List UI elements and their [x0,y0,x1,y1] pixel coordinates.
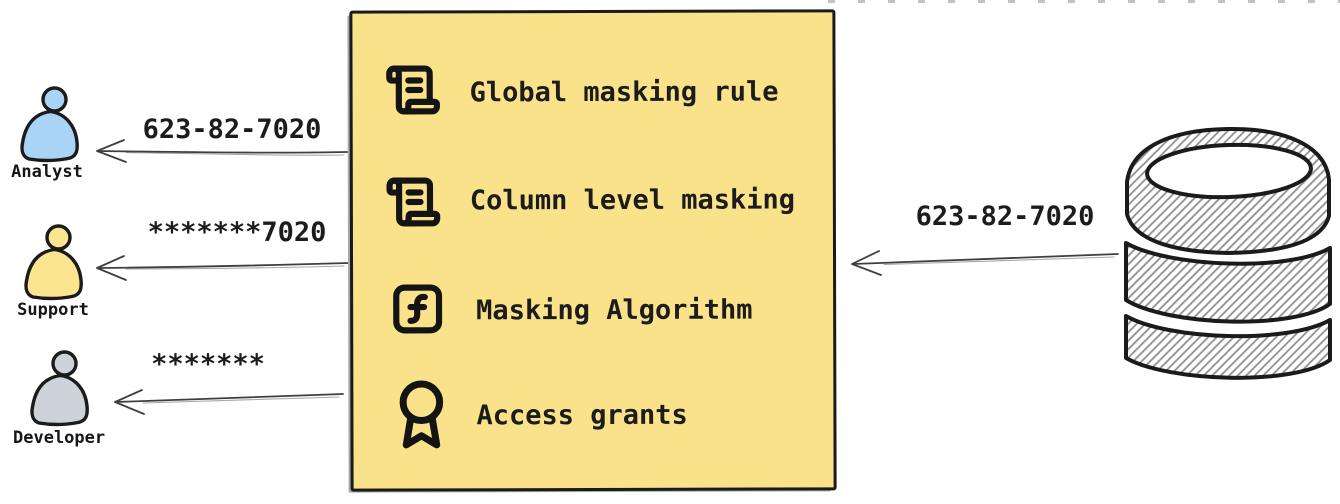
actor-analyst-label: Analyst [11,162,83,182]
policy-item-label: Masking Algorithm [476,294,753,327]
function-square-icon [393,284,443,334]
developer-person-icon [30,350,89,427]
database-icon [1124,126,1332,380]
policy-item-label: Access grants [476,399,688,432]
arrow-to-developer [114,389,344,415]
masking-policy-box: Global masking rule Column level masking… [349,9,837,492]
arrow-to-support [96,255,349,281]
flow-value-analyst: 623-82-7020 [142,114,322,145]
flow-value-developer: ******* [151,349,265,380]
flow-value-support: *******7020 [147,217,327,248]
arrow-database-to-box [851,250,1119,276]
actor-developer-label: Developer [13,428,106,448]
scroll-text-icon [386,177,441,227]
policy-item-label: Column level masking [469,184,796,217]
support-person-icon [24,224,83,301]
scroll-text-icon [386,65,440,115]
award-icon [399,380,444,449]
actor-support-label: Support [17,300,89,320]
analyst-person-icon [20,86,79,163]
arrow-to-analyst [96,139,349,163]
policy-item-label: Global masking rule [469,76,779,109]
flow-value-from-database: 623-82-7020 [915,201,1095,232]
frame-dashed-edge [828,0,1340,3]
